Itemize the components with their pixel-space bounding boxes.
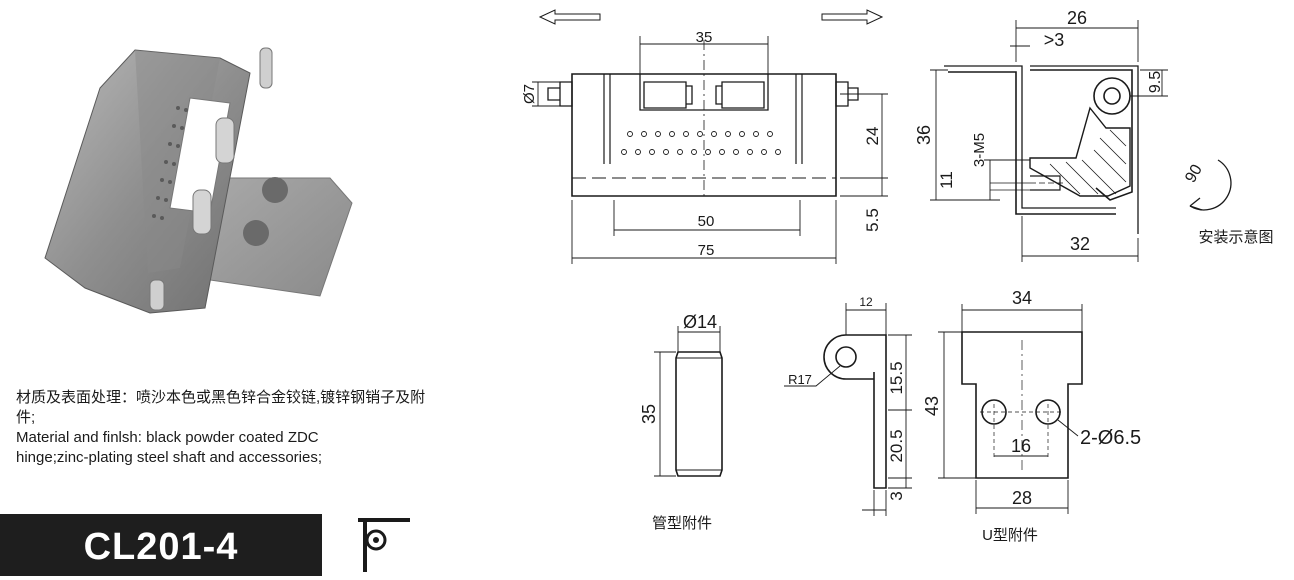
uplate-dim-34: 34	[1012, 288, 1032, 308]
side-dim-3: >3	[1044, 30, 1065, 50]
hinge-symbol-icon	[358, 518, 410, 572]
main-view	[532, 36, 888, 264]
description-en-line2: hinge;zinc-plating steel shaft and acces…	[16, 449, 323, 466]
uplate-dim-16: 16	[1011, 436, 1031, 456]
uplate-dim-43: 43	[922, 396, 942, 416]
side-dim-3-m5: 3-M5	[971, 133, 988, 167]
uplate-dim-28: 28	[1012, 488, 1032, 508]
bracket-dim-3: 3	[887, 491, 906, 500]
main-dim-75: 75	[698, 242, 715, 259]
bracket-dim-12: 12	[859, 295, 873, 309]
uplate-holes: 2-Ø6.5	[1080, 427, 1141, 449]
side-rotation-90: 90	[1182, 162, 1206, 186]
uplate-caption: U型附件	[982, 527, 1038, 544]
description-en-line1: Material and finlsh: black powder coated…	[16, 429, 319, 446]
side-dim-26: 26	[1067, 8, 1087, 28]
main-dim-35: 35	[696, 29, 713, 46]
main-dim-24: 24	[863, 127, 882, 146]
side-dim-11: 11	[937, 171, 956, 189]
bracket-dim-15-5: 15.5	[887, 361, 906, 394]
model-code: CL201-4	[83, 526, 239, 568]
bracket-dim-r17: R17	[788, 372, 812, 387]
bracket-accessory	[784, 303, 912, 516]
tube-dim-height: 35	[639, 404, 659, 424]
side-caption: 安装示意图	[1198, 228, 1273, 246]
hinge-photo	[44, 47, 353, 314]
tube-dim-diameter: Ø14	[683, 312, 717, 332]
material-description: 材质及表面处理：喷沙本色或黑色锌合金铰链,镀锌钢销子及附件; Material …	[16, 388, 434, 468]
bracket-dim-20-5: 20.5	[887, 429, 906, 462]
arrow-left-icon	[538, 9, 601, 25]
model-bar	[0, 514, 322, 576]
side-dim-9-5: 9.5	[1147, 71, 1164, 93]
side-view	[930, 20, 1232, 262]
tube-accessory	[654, 326, 723, 477]
u-plate-accessory	[938, 304, 1083, 514]
side-dim-32: 32	[1070, 234, 1090, 254]
arrow-right-icon	[821, 9, 884, 25]
description-zh: 材质及表面处理：喷沙本色或黑色锌合金铰链,镀锌钢销子及附件;	[16, 389, 426, 426]
main-dim-50: 50	[698, 213, 715, 230]
main-dim-5-5: 5.5	[863, 208, 882, 232]
tube-caption: 管型附件	[652, 515, 712, 532]
side-dim-36: 36	[914, 125, 934, 145]
main-dim-7: Ø7	[521, 84, 538, 104]
